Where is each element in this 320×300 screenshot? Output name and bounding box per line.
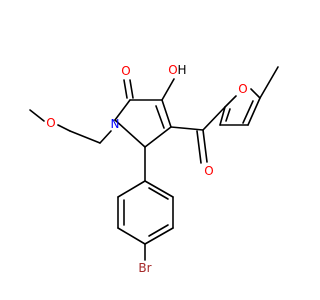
bond-n-ch2 bbox=[99, 130, 112, 144]
atom-ring-nitrogen: N bbox=[111, 117, 120, 131]
bond-furan-c5-c4-double bbox=[242, 100, 254, 124]
bond-c5-n bbox=[114, 119, 146, 148]
bond-furan-methyl bbox=[259, 66, 279, 99]
bond-furan-c3-c2 bbox=[219, 106, 226, 126]
bond-c4-c5 bbox=[144, 126, 172, 148]
bond-o-ch3 bbox=[29, 109, 45, 122]
bond-n-c2 bbox=[114, 99, 131, 121]
atom-hydroxyl-oxygen: O bbox=[168, 63, 177, 77]
atom-hydroxyl-hydrogen: H bbox=[177, 63, 186, 77]
atom-ether-oxygen: O bbox=[46, 116, 55, 130]
bond-furan-c3-c2-double bbox=[225, 108, 231, 122]
bond-acyl-o-b bbox=[196, 130, 202, 164]
bond-furan-o-c5 bbox=[250, 88, 261, 99]
bond-c2-o-double-b bbox=[129, 79, 134, 99]
bond-ch2-ch2 bbox=[69, 130, 101, 144]
atom-carbonyl-oxygen: O bbox=[204, 164, 213, 178]
atom-labels: O H O N O O O Br bbox=[46, 63, 247, 275]
bond-c4-acyl bbox=[170, 126, 204, 131]
atom-furan-oxygen: O bbox=[238, 82, 247, 96]
bond-acyl-furan bbox=[202, 106, 226, 131]
bond-furan-c2-o bbox=[224, 95, 237, 108]
bond-furan-c5-c4 bbox=[247, 97, 261, 126]
structure-canvas: O H O N O O O Br bbox=[29, 63, 279, 275]
bond-ph-6-1 bbox=[117, 180, 146, 198]
bond-c3-oh bbox=[161, 78, 175, 101]
bond-ph-1-2 bbox=[144, 180, 174, 198]
atom-ketone-oxygen: O bbox=[121, 64, 130, 78]
bond-acyl-o-a bbox=[202, 129, 208, 163]
bonds bbox=[29, 66, 279, 261]
bond-c2-o-double-a bbox=[123, 79, 128, 99]
bond-ch2-o bbox=[57, 124, 71, 132]
atom-bromine: Br bbox=[138, 261, 151, 275]
bond-ph-4-5 bbox=[117, 227, 146, 245]
bond-ph-inner-b bbox=[148, 224, 169, 237]
bond-ph-inner-a bbox=[148, 187, 169, 200]
molecule-diagram: O H O N O O O Br bbox=[29, 63, 279, 275]
bond-c3-c4 bbox=[161, 99, 172, 128]
bond-c3-c4-double bbox=[155, 105, 165, 129]
bond-ph-3-4 bbox=[144, 227, 174, 245]
